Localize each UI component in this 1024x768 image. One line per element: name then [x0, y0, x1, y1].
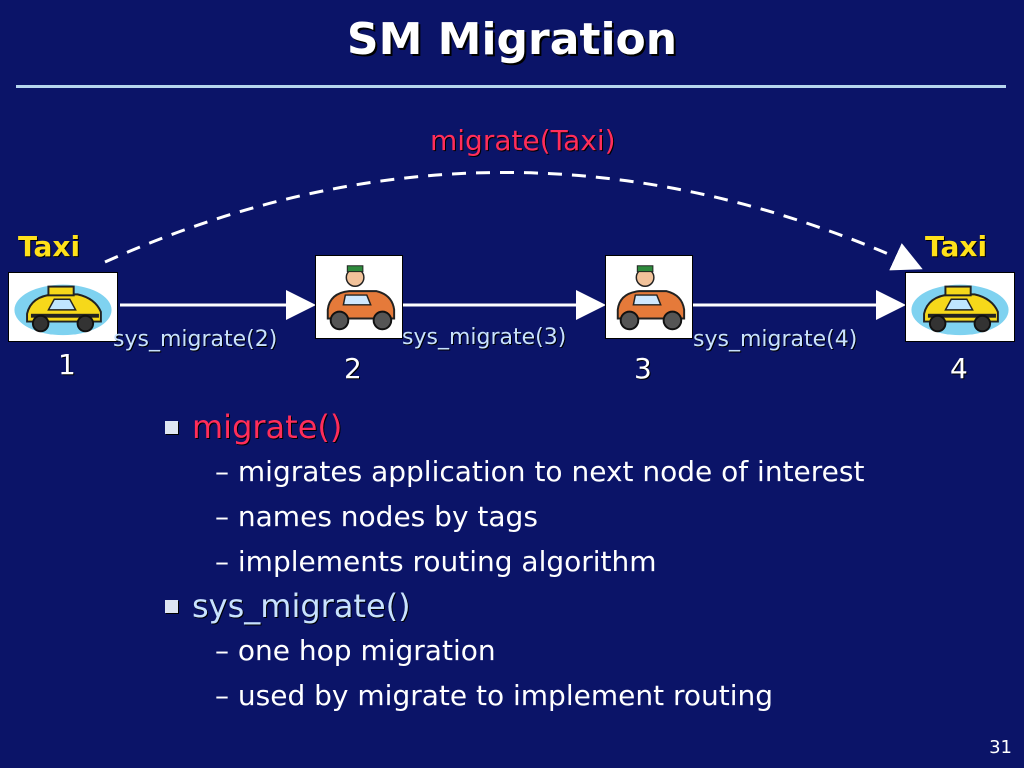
- sub-bullet-text: used by migrate to implement routing: [237, 679, 774, 712]
- sub-bullet: – names nodes by tags: [215, 500, 538, 533]
- taxi-icon: [14, 284, 112, 336]
- page-number: 31: [989, 737, 1012, 758]
- node-1-taxi-image: [8, 272, 118, 342]
- bullet-heading: migrate(): [192, 408, 343, 446]
- taxi-icon: [911, 284, 1009, 336]
- node-number-2: 2: [344, 352, 362, 385]
- sub-bullet: – one hop migration: [215, 634, 496, 667]
- car-icon: [616, 265, 686, 331]
- hop-label-3: sys_migrate(4): [693, 327, 858, 352]
- sub-bullet-text: implements routing algorithm: [237, 545, 657, 578]
- car-icon: [326, 265, 396, 331]
- taxi-label-right: Taxi: [925, 230, 988, 263]
- migrate-taxi-label: migrate(Taxi): [430, 124, 616, 157]
- bullet-sys-migrate: sys_migrate(): [165, 584, 864, 628]
- migrate-dashed-arc: [104, 171, 923, 271]
- sub-bullet-text: migrates application to next node of int…: [237, 455, 865, 488]
- node-3-car-image: [605, 255, 693, 339]
- node-number-1: 1: [58, 348, 76, 381]
- bullet-square-icon: [165, 599, 178, 613]
- sub-bullet-text: names nodes by tags: [237, 500, 538, 533]
- title-divider: [16, 85, 1006, 88]
- sub-bullet: – implements routing algorithm: [215, 545, 657, 578]
- bullet-square-icon: [165, 420, 178, 434]
- node-4-taxi-image: [905, 272, 1015, 342]
- taxi-label-left: Taxi: [18, 230, 81, 263]
- hop-label-1: sys_migrate(2): [113, 327, 278, 352]
- sub-bullet: – migrates application to next node of i…: [215, 455, 865, 488]
- slide-title: SM Migration: [346, 14, 678, 65]
- bullet-migrate: migrate(): [165, 405, 864, 449]
- bullet-heading: sys_migrate(): [192, 587, 411, 625]
- sub-bullet: – used by migrate to implement routing: [215, 679, 774, 712]
- bullet-list: migrate() – migrates application to next…: [165, 405, 864, 718]
- node-2-car-image: [315, 255, 403, 339]
- node-number-4: 4: [950, 352, 968, 385]
- sub-bullet-text: one hop migration: [237, 634, 496, 667]
- hop-label-2: sys_migrate(3): [402, 325, 567, 350]
- node-number-3: 3: [634, 352, 652, 385]
